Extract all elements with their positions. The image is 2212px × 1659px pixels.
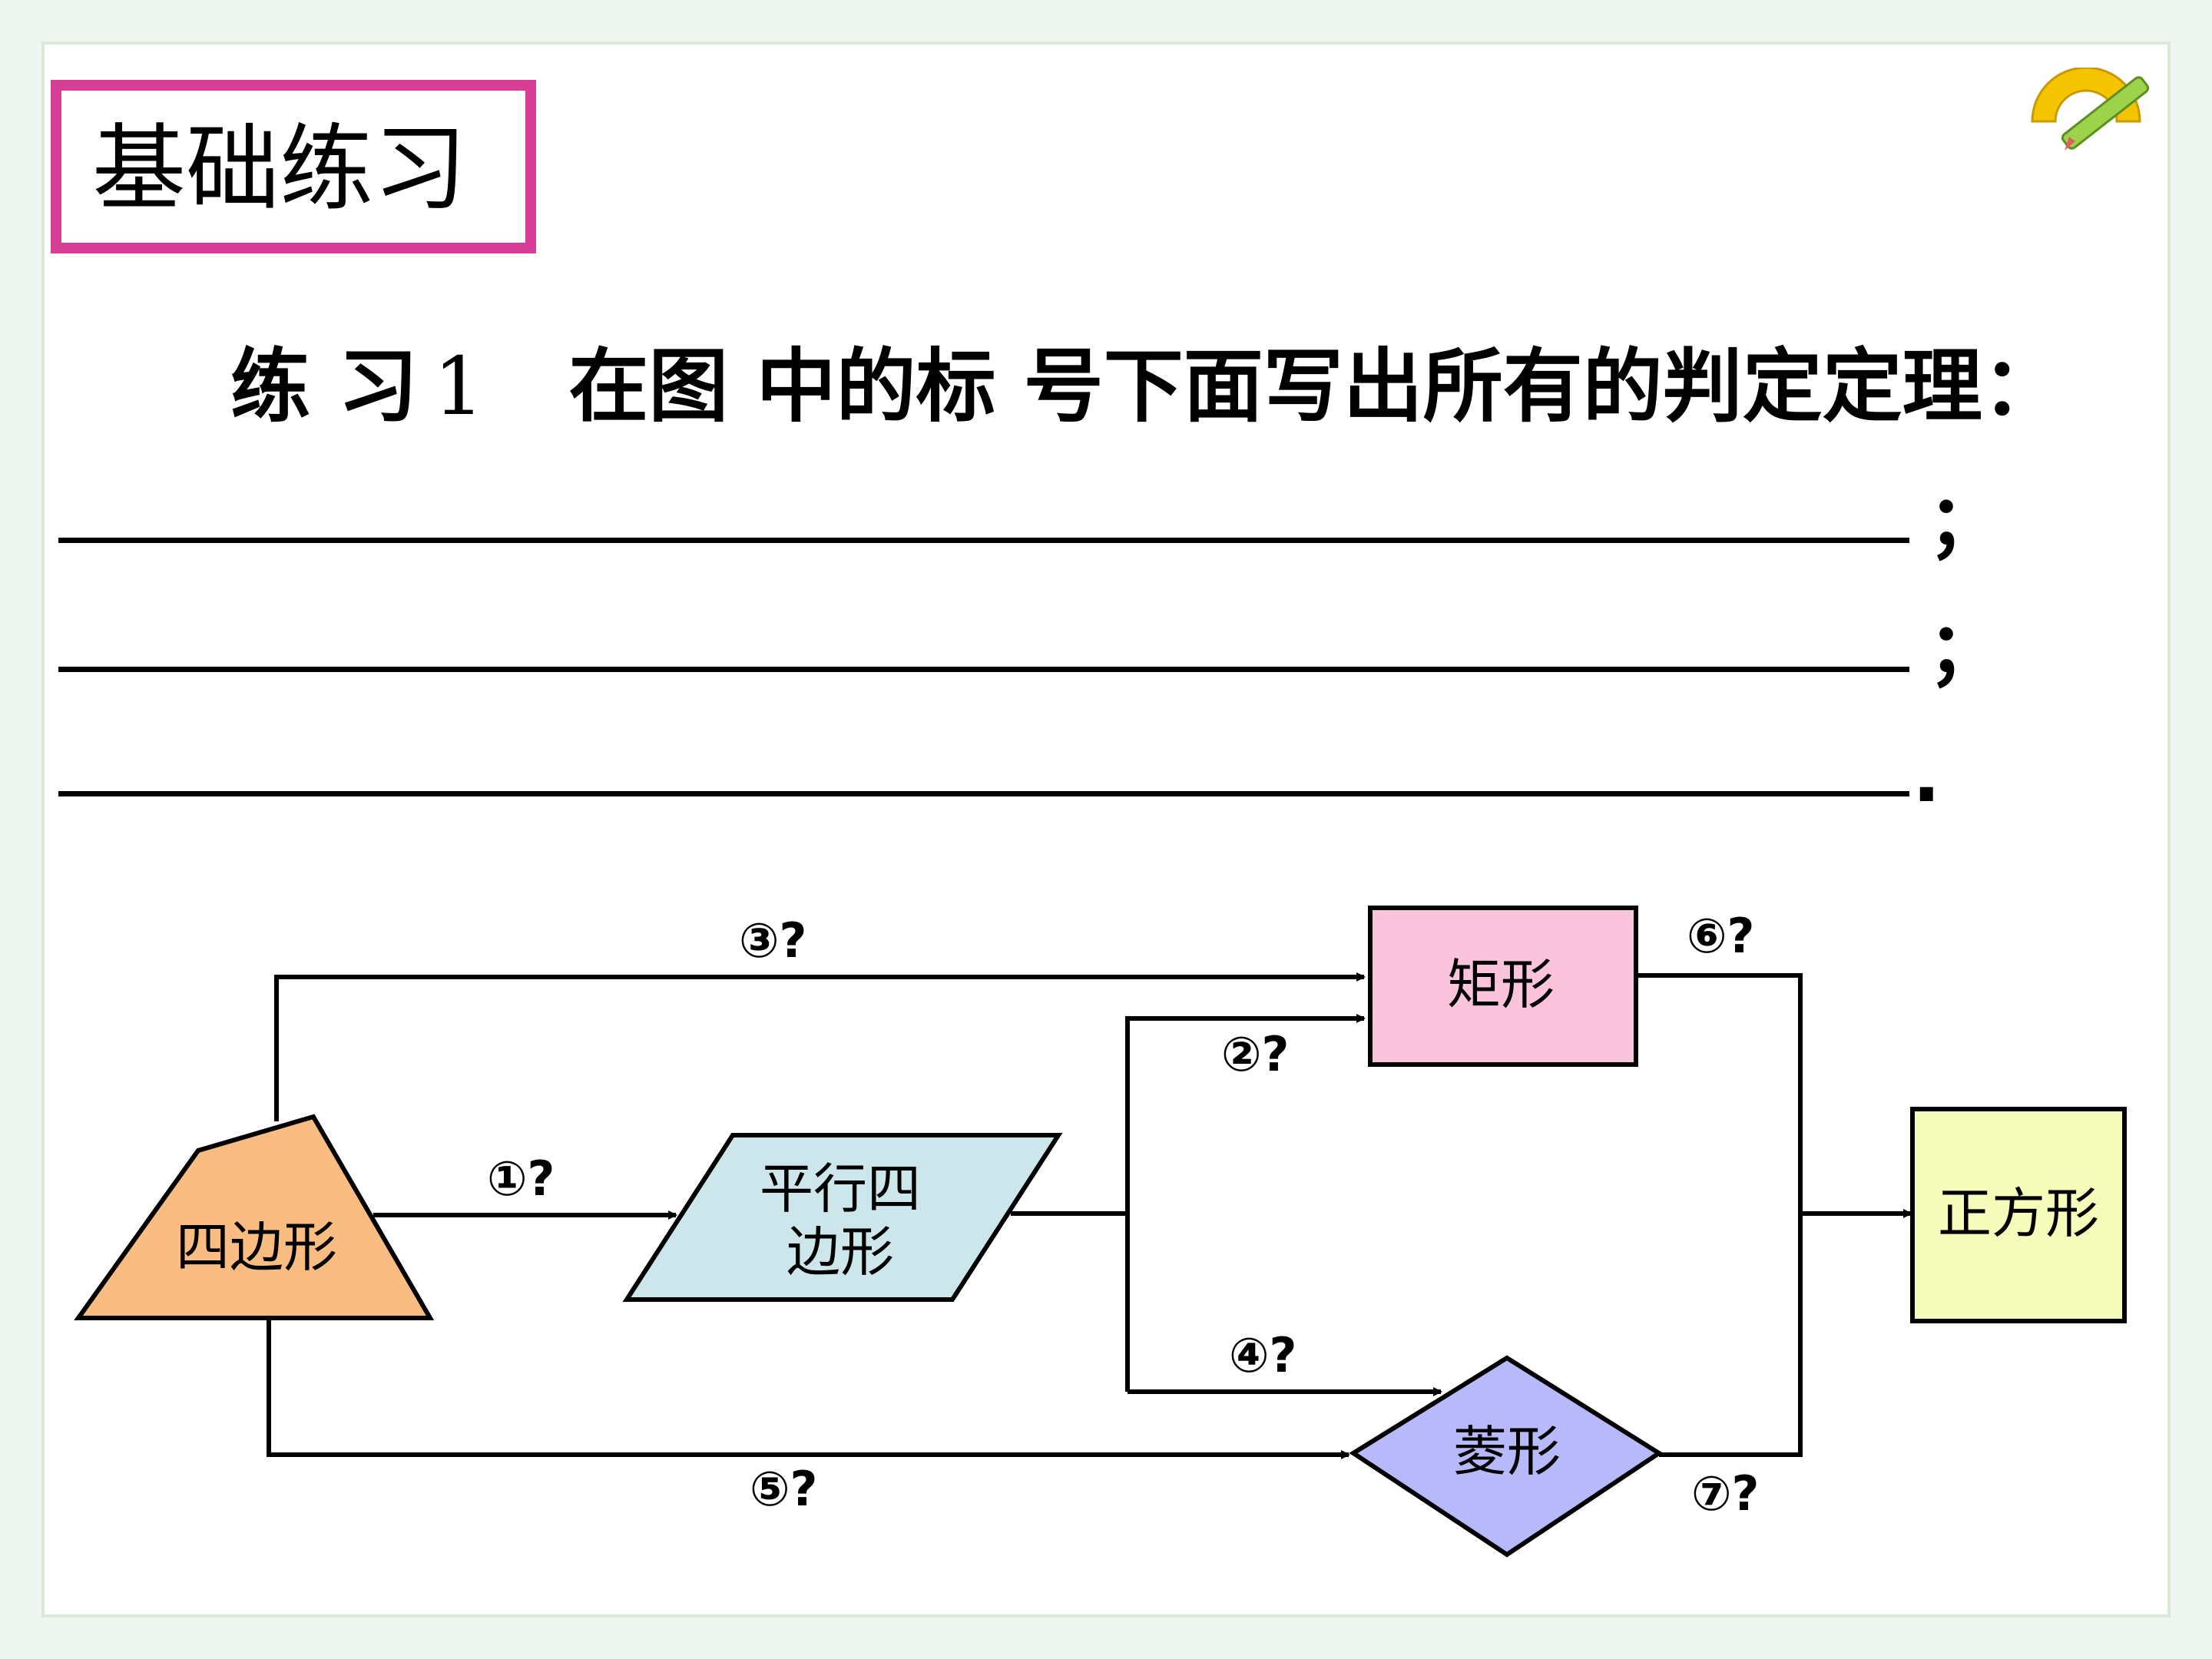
answer-blank-2-terminator: ； xyxy=(1928,607,2002,693)
node-parallelogram-label-line2: 边形 xyxy=(786,1220,894,1283)
node-rectangle-label: 矩形 xyxy=(1447,953,1555,1016)
edge-3-line xyxy=(274,972,1366,1121)
exercise-number: 1 xyxy=(433,339,485,433)
edge-3-label: ③? xyxy=(739,912,806,969)
node-square-label: 正方形 xyxy=(1938,1182,2099,1245)
edge-split-line xyxy=(1011,1211,1130,1392)
answer-blank-1[interactable] xyxy=(58,538,1909,543)
edge-7-label: ⑦? xyxy=(1691,1465,1759,1522)
section-title-box: 基础练习 xyxy=(51,80,536,253)
answer-blank-3[interactable] xyxy=(58,791,1909,796)
edge-6-line xyxy=(1636,973,1803,1214)
node-quadrilateral xyxy=(74,1114,435,1320)
answer-blank-1-terminator: ； xyxy=(1928,479,2002,565)
node-square xyxy=(1910,1107,2127,1323)
node-parallelogram xyxy=(622,1133,1063,1302)
edge-2-label: ②? xyxy=(1221,1026,1289,1082)
edge-7-line xyxy=(1659,1214,1803,1457)
protractor-pencil-icon xyxy=(2031,68,2150,151)
node-rectangle xyxy=(1368,906,1638,1067)
edge-5-line xyxy=(267,1320,1350,1459)
node-quadrilateral-label: 四边形 xyxy=(176,1216,337,1279)
edge-5-label: ⑤? xyxy=(750,1461,817,1517)
node-rhombus xyxy=(1349,1355,1664,1558)
edge-6-label: ⑥? xyxy=(1687,908,1754,964)
node-rhombus-label: 菱形 xyxy=(1453,1420,1561,1483)
slide-canvas xyxy=(41,41,2171,1618)
node-parallelogram-label-line1: 平行四 xyxy=(760,1157,921,1220)
answer-blank-3-terminator: . xyxy=(1912,733,1941,819)
edge-4-label: ④? xyxy=(1229,1327,1296,1383)
section-title: 基础练习 xyxy=(92,114,467,224)
exercise-question: 在图 中的标 号下面写出所有的判定定理： xyxy=(568,339,2062,433)
answer-blank-2[interactable] xyxy=(58,667,1909,672)
edge-1-label: ①? xyxy=(487,1151,555,1207)
edge-2-line xyxy=(1125,1014,1366,1214)
exercise-label: 练 习 xyxy=(230,339,419,433)
